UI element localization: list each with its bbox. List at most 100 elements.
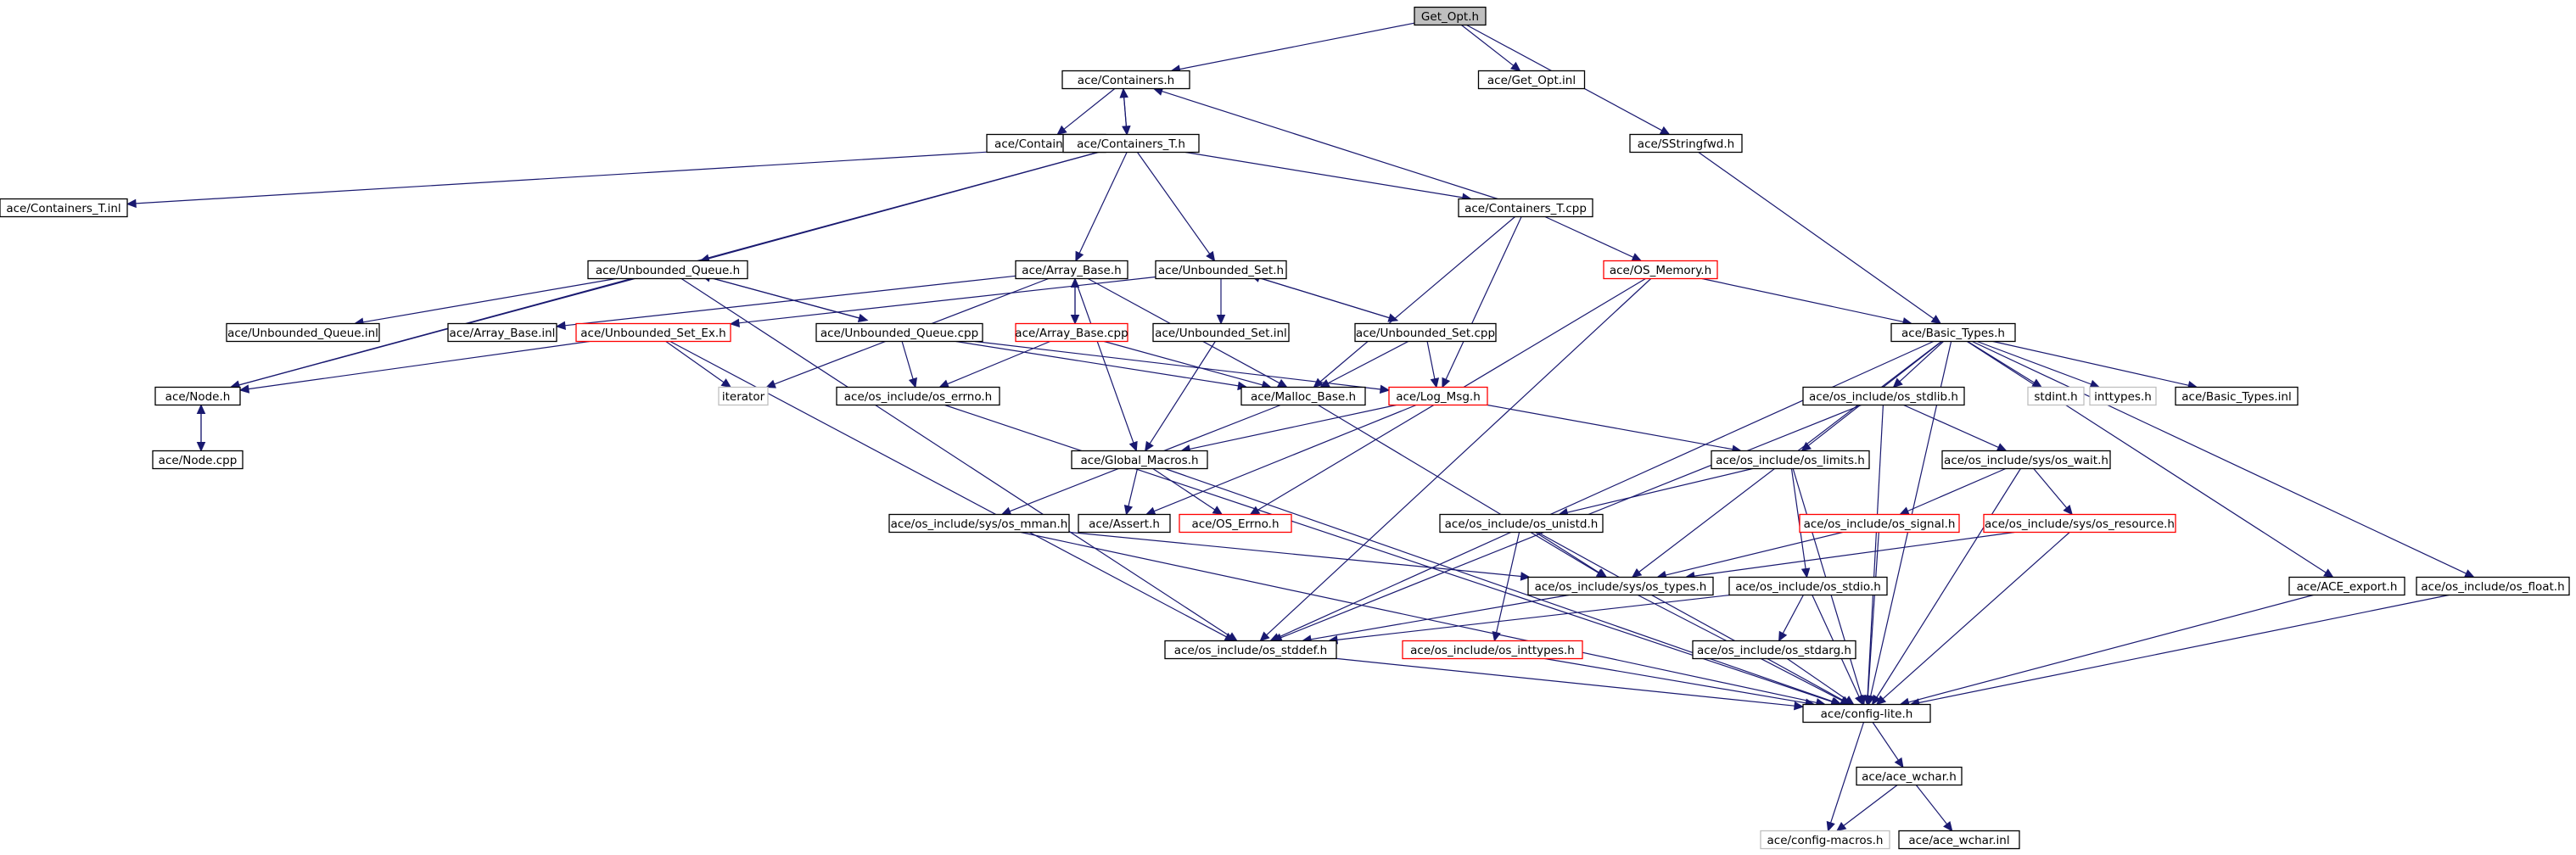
node-containers-h[interactable]: ace/Containers.h <box>1061 70 1190 90</box>
edge-line <box>1189 404 1397 450</box>
edge-unbounded_set_cpp-to-log_msg_h <box>1426 341 1440 388</box>
edge-arrowhead <box>1826 820 1835 832</box>
edge-line <box>1123 97 1128 135</box>
node-sys-mman-h[interactable]: ace/os_include/sys/os_mman.h <box>888 513 1070 534</box>
node-config-lite-h[interactable]: ace/config-lite.h <box>1802 703 1931 724</box>
edge-os_unistd_h-to-sys_types_h <box>1535 531 1608 578</box>
node-ace-export-h[interactable]: ace/ACE_export.h <box>2288 576 2405 596</box>
edge-containers_t_cpp-to-malloc_base_h <box>1313 216 1515 388</box>
node-os-memory-h[interactable]: ace/OS_Memory.h <box>1603 260 1718 280</box>
node-os-inttypes-h[interactable]: ace/os_include/os_inttypes.h <box>1402 640 1583 660</box>
node-box <box>1983 513 2176 534</box>
header-nodes: Get_Opt.h ace/Containers.h ace/Get_Opt.inl… <box>0 6 2570 850</box>
node-get-opt-inl[interactable]: ace/Get_Opt.inl <box>1477 70 1586 90</box>
node-label: ace/Containers_T.cpp <box>1464 202 1587 215</box>
edge-line <box>1319 216 1515 383</box>
edge-arrowhead <box>729 318 740 328</box>
edge-line <box>1867 405 1884 696</box>
edge-line <box>1128 468 1139 506</box>
node-label: ace/os_include/os_stdlib.h <box>1809 390 1958 404</box>
node-get-opt-h[interactable]: Get_Opt.h <box>1414 6 1487 26</box>
node-ace-wchar-inl[interactable]: ace/ace_wchar.inl <box>1898 830 2020 850</box>
node-array-base-h[interactable]: ace/Array_Base.h <box>1015 260 1128 280</box>
node-array-base-cpp[interactable]: ace/Array_Base.cpp <box>1015 322 1128 343</box>
node-box <box>226 322 380 343</box>
edge-line <box>1078 152 1128 254</box>
node-os-stdio-h[interactable]: ace/os_include/os_stdio.h <box>1728 576 1888 596</box>
edge-line <box>248 340 590 390</box>
node-malloc-base-h[interactable]: ace/Malloc_Base.h <box>1240 386 1366 406</box>
node-label: ace/OS_Errno.h <box>1191 517 1279 531</box>
node-sys-wait-h[interactable]: ace/os_include/sys/os_wait.h <box>1941 450 2111 470</box>
node-unbounded-set-h[interactable]: ace/Unbounded_Set.h <box>1155 260 1287 280</box>
edge-os_unistd_h-to-os_inttypes_h <box>1492 532 1520 642</box>
node-inttypes-h[interactable]: inttypes.h <box>2089 386 2157 406</box>
node-os-unistd-h[interactable]: ace/os_include/os_unistd.h <box>1439 513 1604 534</box>
node-box <box>1629 133 1743 154</box>
node-node-h[interactable]: ace/Node.h <box>154 386 241 406</box>
node-box <box>1179 513 1292 534</box>
node-os-float-h[interactable]: ace/os_include/os_float.h <box>2416 576 2570 596</box>
edge-log_msg_h-to-global_macros_h <box>1180 404 1397 454</box>
node-unbounded-queue-inl[interactable]: ace/Unbounded_Queue.inl <box>226 322 380 343</box>
edge-arrowhead <box>1800 567 1811 578</box>
node-label: ace/Unbounded_Set_Ex.h <box>580 327 725 340</box>
node-sys-resource-h[interactable]: ace/os_include/sys/os_resource.h <box>1983 513 2176 534</box>
edge-line <box>1185 151 1463 198</box>
node-label: ace/os_include/os_float.h <box>2421 580 2564 594</box>
node-assert-h[interactable]: ace/Assert.h <box>1078 513 1171 534</box>
node-iterator[interactable]: iterator <box>718 386 769 406</box>
node-os-stddef-h[interactable]: ace/os_include/os_stddef.h <box>1164 640 1337 660</box>
edge-unbounded_queue_cpp-to-log_msg_h <box>974 340 1391 394</box>
node-containers-t-inl[interactable]: ace/Containers_T.inl <box>0 198 128 218</box>
node-log-msg-h[interactable]: ace/Log_Msg.h <box>1388 386 1488 406</box>
edge-line <box>1701 277 1904 322</box>
edge-arrowhead <box>1930 315 1942 325</box>
edge-unbounded_set_cpp-to-malloc_base_h <box>1319 340 1409 388</box>
node-node-cpp[interactable]: ace/Node.cpp <box>152 450 244 470</box>
node-os-stdlib-h[interactable]: ace/os_include/os_stdlib.h <box>1802 386 1965 406</box>
node-sys-types-h[interactable]: ace/os_include/sys/os_types.h <box>1527 576 1714 596</box>
node-box <box>1015 322 1128 343</box>
node-os-signal-h[interactable]: ace/os_include/os_signal.h <box>1799 513 1960 534</box>
node-label: ace/Unbounded_Set.h <box>1158 264 1284 277</box>
node-label: ace/Containers_T.h <box>1077 137 1185 151</box>
node-box <box>2027 386 2085 406</box>
node-box <box>1062 133 1200 154</box>
edge-arrowhead <box>1145 440 1154 452</box>
node-os-limits-h[interactable]: ace/os_include/os_limits.h <box>1711 450 1870 470</box>
edge-arrowhead <box>1119 87 1128 98</box>
node-box <box>718 386 769 406</box>
edge-line <box>1179 22 1415 70</box>
node-config-macros-h[interactable]: ace/config-macros.h <box>1760 830 1890 850</box>
node-os-stdarg-h[interactable]: ace/os_include/os_stdarg.h <box>1692 640 1856 660</box>
node-sstringfwd-h[interactable]: ace/SStringfwd.h <box>1629 133 1743 154</box>
node-unbounded-set-cpp[interactable]: ace/Unbounded_Set.cpp <box>1354 322 1497 343</box>
node-stdint-h[interactable]: stdint.h <box>2027 386 2085 406</box>
node-os-errno-ace-h[interactable]: ace/OS_Errno.h <box>1179 513 1292 534</box>
edge-arrowhead <box>196 404 206 414</box>
node-unbounded-set-inl[interactable]: ace/Unbounded_Set.inl <box>1152 322 1290 343</box>
node-basic-types-h[interactable]: ace/Basic_Types.h <box>1890 322 2016 343</box>
node-basic-types-inl[interactable]: ace/Basic_Types.inl <box>2175 386 2299 406</box>
node-containers-t-h[interactable]: ace/Containers_T.h <box>1062 133 1200 154</box>
node-array-base-inl[interactable]: ace/Array_Base.inl <box>447 322 557 343</box>
node-containers-t-cpp[interactable]: ace/Containers_T.cpp <box>1458 198 1593 218</box>
node-os-errno-h[interactable]: ace/os_include/os_errno.h <box>836 386 1000 406</box>
edge-line <box>1966 340 2327 573</box>
edge-os_memory_h-to-basic_types_h <box>1701 277 1913 327</box>
node-unbounded-queue-h[interactable]: ace/Unbounded_Queue.h <box>587 260 748 280</box>
node-unbounded-queue-cpp[interactable]: ace/Unbounded_Queue.cpp <box>815 322 983 343</box>
node-global-macros-h[interactable]: ace/Global_Macros.h <box>1071 450 1208 470</box>
edge-arrowhead <box>1510 61 1521 72</box>
node-box <box>2288 576 2405 596</box>
edge-arrowhead <box>1212 506 1224 516</box>
node-box <box>1015 260 1128 280</box>
edge-arrowhead <box>720 378 732 388</box>
edge-line <box>1867 532 1879 696</box>
node-unbounded-set-ex-h[interactable]: ace/Unbounded_Set_Ex.h <box>575 322 731 343</box>
node-ace-wchar-h[interactable]: ace/ace_wchar.h <box>1856 766 1963 786</box>
node-box <box>1898 830 2020 850</box>
node-box <box>1061 70 1190 90</box>
